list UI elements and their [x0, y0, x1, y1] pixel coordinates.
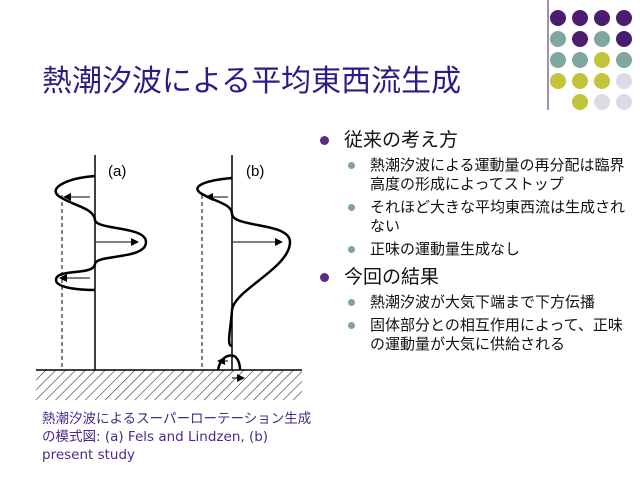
surface-wave-b	[216, 354, 242, 371]
ground-hatch	[36, 370, 302, 400]
bullet-1-sub-1: 熱潮汐波による運動量の再分配は臨界高度の形成によってストップ	[344, 156, 630, 194]
dot	[594, 73, 610, 89]
dot	[616, 94, 632, 110]
bullet-2-sub-1: 熱潮汐波が大気下端まで下方伝播	[344, 293, 630, 312]
wave-curve-b	[196, 176, 292, 348]
bullet-1-sub-2: それほど大きな平均東西流は生成されない	[344, 198, 630, 236]
dot	[572, 52, 588, 68]
corner-dot-grid	[528, 0, 632, 110]
panel-a: (a)	[54, 155, 148, 370]
bullet-2: 今回の結果 熱潮汐波が大気下端まで下方伝播 固体部分との相互作用によって、正味の…	[318, 265, 630, 354]
dot	[550, 31, 566, 47]
dot	[594, 52, 610, 68]
bullet-2-sublist: 熱潮汐波が大気下端まで下方伝播 固体部分との相互作用によって、正味の運動量が大気…	[344, 293, 630, 354]
bullet-2-text: 今回の結果	[344, 266, 440, 288]
label-a: (a)	[108, 163, 126, 180]
dot	[572, 31, 588, 47]
dot	[616, 31, 632, 47]
bullet-1-sub-3: 正味の運動量生成なし	[344, 240, 630, 259]
dot	[550, 94, 566, 110]
dot	[550, 10, 566, 26]
label-b: (b)	[246, 163, 264, 180]
dot	[594, 31, 610, 47]
dot	[572, 94, 588, 110]
dot	[616, 73, 632, 89]
dot	[616, 10, 632, 26]
dot	[528, 31, 544, 47]
slide-title: 熱潮汐波による平均東西流生成	[42, 64, 462, 99]
wave-curve-a	[54, 174, 148, 292]
dot	[528, 73, 544, 89]
dot	[528, 52, 544, 68]
wave-diagram: (a) (b)	[36, 155, 302, 400]
dot	[594, 94, 610, 110]
dot	[528, 94, 544, 110]
figure-caption: 熱潮汐波によるスーパーローテーション生成の模式図: (a) Fels and L…	[42, 411, 312, 463]
panel-b: (b)	[196, 155, 292, 382]
dot	[572, 73, 588, 89]
dot	[550, 73, 566, 89]
bullet-list: 従来の考え方 熱潮汐波による運動量の再分配は臨界高度の形成によってストップ それ…	[318, 122, 630, 358]
dot	[550, 52, 566, 68]
bullet-1: 従来の考え方 熱潮汐波による運動量の再分配は臨界高度の形成によってストップ それ…	[318, 128, 630, 259]
dot	[572, 10, 588, 26]
bullet-1-text: 従来の考え方	[344, 129, 459, 151]
dot	[616, 52, 632, 68]
dot	[528, 10, 544, 26]
bullet-2-sub-2: 固体部分との相互作用によって、正味の運動量が大気に供給される	[344, 316, 630, 354]
dot	[594, 10, 610, 26]
bullet-1-sublist: 熱潮汐波による運動量の再分配は臨界高度の形成によってストップ それほど大きな平均…	[344, 156, 630, 259]
